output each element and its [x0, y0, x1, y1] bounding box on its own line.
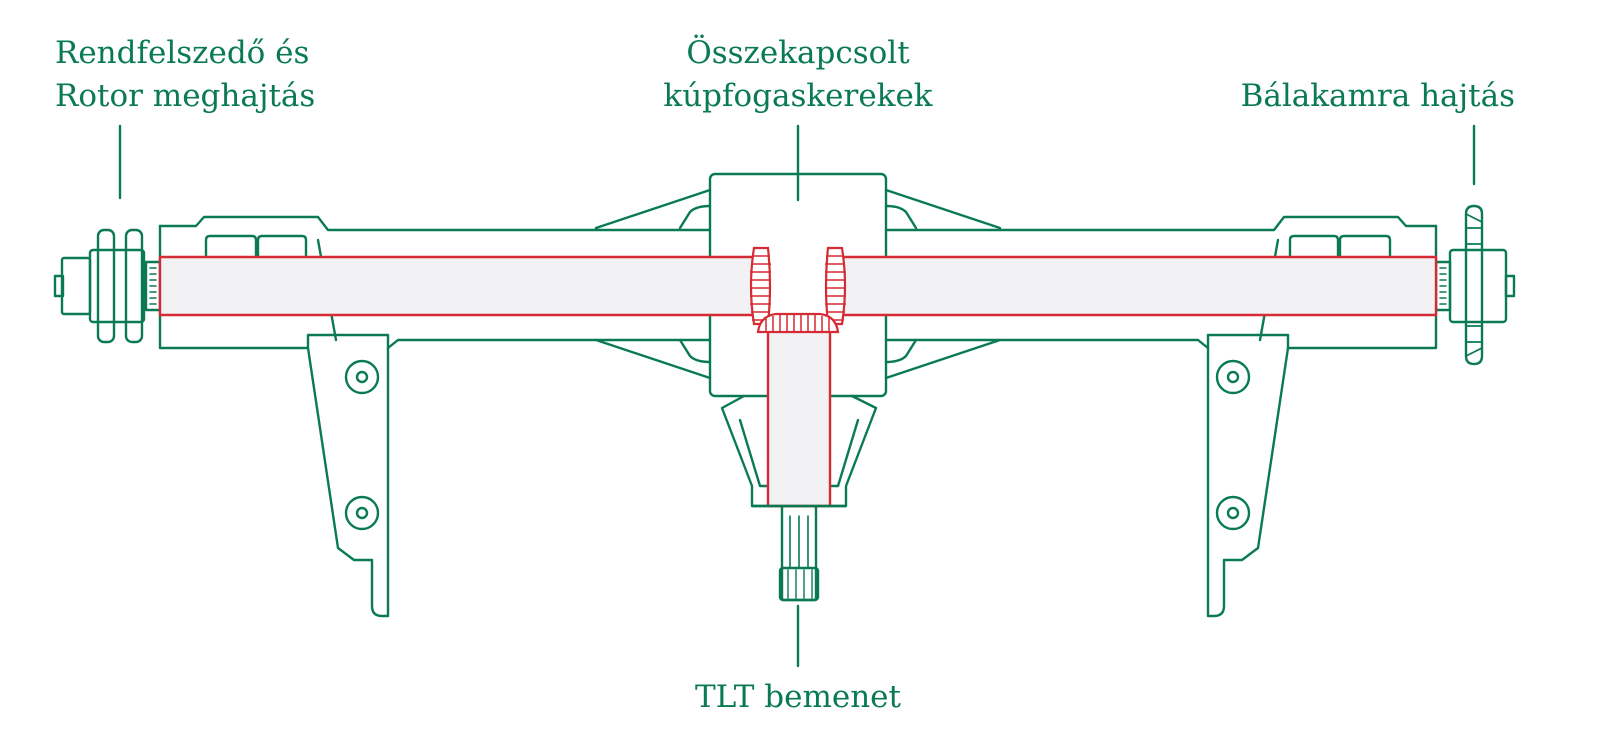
left-spline-teeth [149, 267, 157, 305]
brace-top-left [594, 188, 712, 230]
beam-right-bottom [884, 338, 1210, 350]
label-bevel-gears-line2: kúpfogaskerekek [663, 78, 933, 114]
brace-bottom-left [594, 338, 712, 380]
left-shaft [158, 255, 756, 317]
input-bevel-teeth [765, 314, 830, 332]
label-pickup-rotor-drive: Rendfelszedő és Rotor meghajtás [55, 32, 315, 118]
beam-right-top [884, 215, 1438, 232]
left-gear-1 [96, 228, 116, 344]
label-pto-input: TLT bemenet [695, 679, 901, 715]
label-bevel-gears: Összekapcsolt kúpfogaskerekek [628, 32, 968, 118]
right-bump-2 [1338, 234, 1392, 258]
right-bevel-teeth [825, 255, 846, 321]
input-spline-end [778, 566, 820, 602]
left-arm [306, 346, 390, 618]
left-hub-collar [88, 248, 146, 324]
leader-lines [118, 124, 1476, 668]
input-spline-end-lines [787, 569, 813, 599]
left-bevel-teeth [750, 255, 771, 321]
label-pickup-rotor-line2: Rotor meghajtás [55, 78, 316, 114]
input-spline-lines [789, 515, 809, 569]
right-bump-1 [1288, 234, 1340, 258]
input-bevel-gear [756, 312, 840, 334]
bevel-gears [749, 246, 847, 334]
left-hub-body [60, 256, 92, 316]
beam-left-bottom [386, 338, 712, 350]
right-sprocket-teeth [1465, 213, 1483, 357]
left-hole-upper [344, 359, 380, 395]
right-hole-lower [1215, 495, 1251, 531]
label-pickup-rotor-line1: Rendfelszedő és [55, 35, 310, 71]
label-bale-chamber-drive: Bálakamra hajtás [1240, 78, 1515, 114]
right-shaft [840, 255, 1438, 317]
label-bevel-gears-line1: Összekapcsolt [686, 35, 910, 71]
right-bevel-gear [824, 246, 847, 326]
left-bump-1 [204, 234, 258, 258]
right-hub-nub [1504, 274, 1516, 298]
beam-left-top [158, 215, 712, 232]
left-gear-2 [124, 228, 144, 344]
right-hole-upper [1215, 359, 1251, 395]
left-bump-2 [256, 234, 308, 258]
beam-right-end [1206, 224, 1438, 350]
right-sprocket [1464, 204, 1484, 366]
brace-bottom-right [884, 338, 1002, 380]
right-arm [1206, 346, 1290, 618]
left-hole-lower [344, 495, 380, 531]
right-hub-collar [1448, 248, 1508, 324]
shaft-highlights [158, 255, 1438, 508]
right-spline-teeth [1439, 267, 1447, 305]
input-shaft [766, 328, 832, 508]
beam-left-end [158, 224, 390, 350]
brace-top-right [884, 188, 1002, 230]
